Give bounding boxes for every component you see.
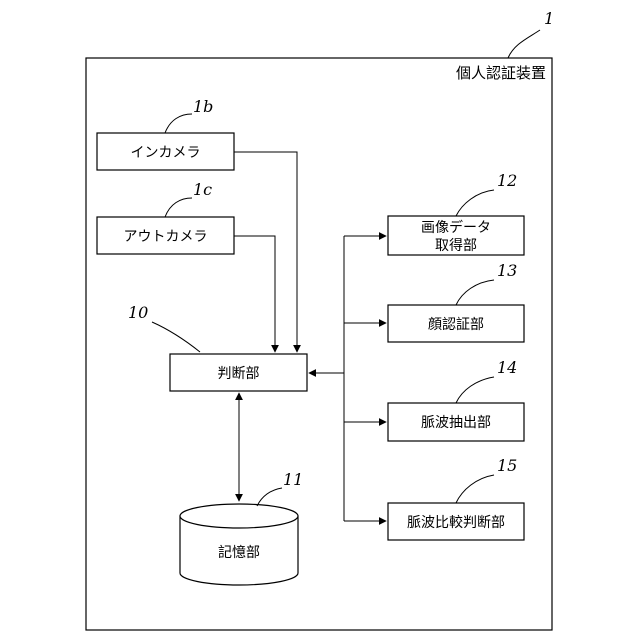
in-camera-ref-label: 1b	[193, 97, 213, 116]
pulse-compare-label: 脈波比較判断部	[407, 515, 505, 531]
image-data-ref-leader	[456, 190, 494, 216]
judgment-ref-label: 10	[128, 303, 148, 322]
pulse-extract-ref-leader	[456, 377, 494, 403]
pulse-compare-ref-label: 15	[497, 456, 517, 475]
storage-label: 記憶部	[218, 544, 260, 561]
face-auth-ref-leader	[456, 280, 494, 305]
pulse-extract-ref-label: 14	[497, 358, 517, 377]
in-camera-to-judgment-arrow	[234, 152, 297, 352]
image-data-ref-label: 12	[497, 171, 517, 190]
out-camera-ref-leader	[165, 198, 192, 217]
pulse-extract-label: 脈波抽出部	[421, 415, 491, 431]
face-auth-ref-label: 13	[497, 261, 517, 280]
in-camera-ref-leader	[165, 114, 192, 133]
image-data-label-line2: 取得部	[435, 237, 477, 254]
device-title: 個人認証装置	[456, 64, 546, 82]
out-camera-to-judgment-arrow	[234, 236, 275, 352]
judgment-label: 判断部	[218, 366, 260, 382]
storage-ref-label: 11	[283, 470, 303, 489]
storage-ref-leader	[257, 488, 282, 506]
pulse-compare-ref-leader	[456, 475, 494, 503]
out-camera-label: アウトカメラ	[124, 229, 208, 245]
judgment-ref-leader	[152, 322, 200, 352]
face-auth-label: 顔認証部	[428, 317, 484, 333]
out-camera-ref-label: 1c	[193, 180, 212, 199]
in-camera-label: インカメラ	[131, 145, 201, 161]
image-data-label-line1: 画像データ	[421, 219, 491, 236]
device-ref-leader	[508, 30, 540, 58]
device-ref-label: 1	[544, 9, 554, 28]
